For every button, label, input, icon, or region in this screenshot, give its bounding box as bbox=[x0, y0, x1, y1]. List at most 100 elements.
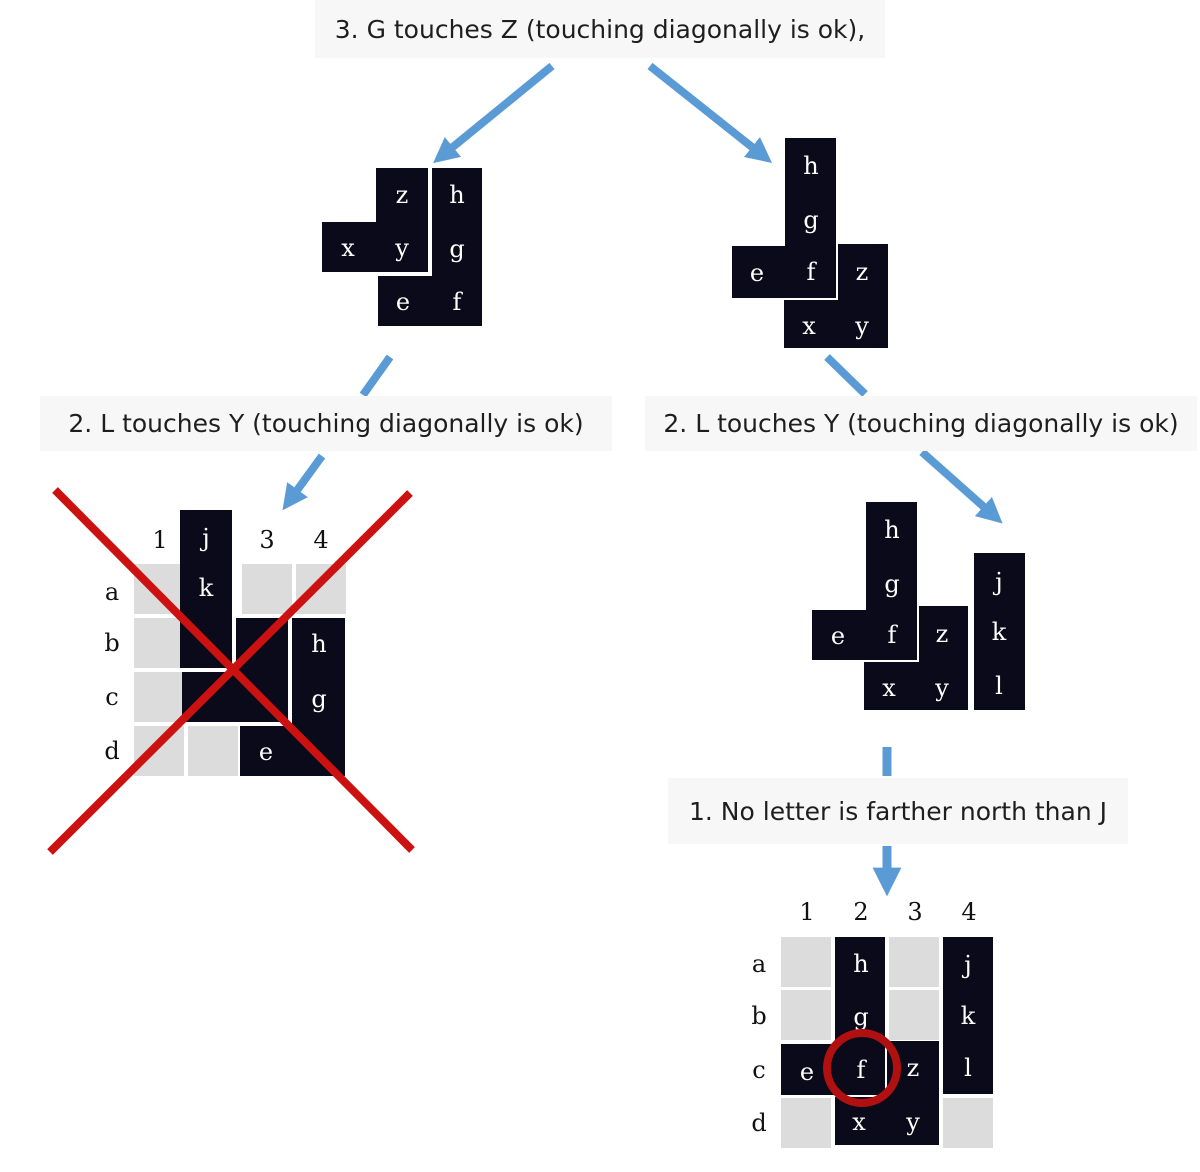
arrow-step3-left bbox=[433, 62, 555, 164]
block-x bbox=[864, 662, 918, 710]
grid-cell bbox=[242, 564, 292, 614]
letter-f: f bbox=[856, 1056, 866, 1084]
letter-y: y bbox=[935, 674, 949, 702]
letter-j: j bbox=[202, 524, 210, 552]
block-jkl bbox=[974, 553, 1025, 710]
block-e bbox=[378, 276, 436, 326]
grid-cell bbox=[188, 726, 238, 776]
row-label: d bbox=[751, 1109, 767, 1137]
arrow-step2-right-to-partial bbox=[919, 449, 1003, 524]
column-label: 1 bbox=[152, 526, 168, 554]
grid-cell bbox=[889, 937, 939, 987]
letter-f: f bbox=[806, 258, 816, 286]
letter-x: x bbox=[852, 1108, 866, 1136]
letter-z: z bbox=[906, 1054, 920, 1082]
letter-y: y bbox=[906, 1108, 920, 1136]
block-x bbox=[784, 300, 838, 348]
letter-x: x bbox=[882, 674, 896, 702]
letter-j: j bbox=[964, 951, 972, 979]
row-label: b bbox=[751, 1002, 767, 1030]
row-label: d bbox=[104, 737, 120, 765]
block-e bbox=[812, 610, 866, 660]
letter-g: g bbox=[311, 685, 327, 713]
block-seam bbox=[885, 1041, 887, 1097]
letter-y: y bbox=[395, 234, 409, 262]
step2-left-label: 2. L touches Y (touching diagonally is o… bbox=[40, 396, 612, 451]
letter-l: l bbox=[995, 672, 1003, 700]
column-label: 1 bbox=[799, 898, 815, 926]
block-seam bbox=[376, 272, 432, 276]
letter-x: x bbox=[802, 312, 816, 340]
letter-k: k bbox=[991, 618, 1007, 646]
block-seam bbox=[784, 298, 838, 300]
block-seam bbox=[836, 244, 838, 300]
letter-e: e bbox=[395, 288, 411, 316]
arrow-step3-right bbox=[647, 62, 773, 163]
row-label: a bbox=[104, 578, 120, 606]
arrow-step2-left-to-grid bbox=[282, 453, 326, 511]
row-label: a bbox=[751, 950, 767, 978]
block-zy bbox=[376, 168, 428, 272]
letter-f: f bbox=[887, 621, 897, 649]
grid-cell bbox=[889, 990, 939, 1040]
block-seam bbox=[835, 1095, 887, 1097]
column-label: 4 bbox=[961, 898, 977, 926]
letter-g: g bbox=[853, 1003, 869, 1031]
letter-g: g bbox=[803, 206, 819, 234]
block-hgf bbox=[432, 168, 482, 326]
letter-z: z bbox=[935, 620, 949, 648]
block-jkl bbox=[943, 937, 993, 1094]
letter-k: k bbox=[960, 1002, 976, 1030]
row-label: b bbox=[104, 629, 120, 657]
block-e bbox=[240, 726, 294, 776]
block-x bbox=[322, 222, 378, 272]
column-label: 3 bbox=[259, 526, 275, 554]
grid-cell bbox=[134, 672, 184, 722]
highlight-circle bbox=[823, 1029, 901, 1107]
grid-cell bbox=[943, 1098, 993, 1148]
letter-e: e bbox=[799, 1058, 815, 1086]
letter-h: h bbox=[803, 152, 819, 180]
arrow-right-to-step2 bbox=[824, 354, 868, 397]
block-hgf bbox=[866, 502, 917, 660]
letter-e: e bbox=[830, 622, 846, 650]
block-hgf bbox=[785, 138, 836, 298]
block-seam bbox=[428, 168, 432, 276]
row-label: c bbox=[105, 683, 119, 711]
block-seam bbox=[917, 606, 919, 662]
row-label: c bbox=[752, 1056, 766, 1084]
block-zy bbox=[838, 244, 888, 348]
letter-e: e bbox=[258, 738, 274, 766]
letter-e: e bbox=[749, 259, 765, 287]
cross-stroke bbox=[47, 490, 413, 855]
letter-l: l bbox=[964, 1054, 972, 1082]
letter-k: k bbox=[198, 574, 214, 602]
letter-g: g bbox=[449, 235, 465, 263]
grid-cell bbox=[134, 618, 184, 668]
step2-right-label: 2. L touches Y (touching diagonally is o… bbox=[645, 396, 1197, 451]
letter-f: f bbox=[452, 288, 462, 316]
column-label: 2 bbox=[853, 898, 869, 926]
letter-j: j bbox=[995, 568, 1003, 596]
letter-h: h bbox=[449, 181, 465, 209]
block-zy bbox=[918, 606, 968, 710]
arrow-left-to-step2 bbox=[359, 354, 394, 398]
grid-cell bbox=[296, 564, 346, 614]
grid-cell bbox=[781, 1098, 831, 1148]
letter-z: z bbox=[395, 181, 409, 209]
step1-label: 1. No letter is farther north than J bbox=[668, 778, 1128, 844]
grid-cell bbox=[134, 726, 184, 776]
letter-z: z bbox=[855, 258, 869, 286]
step3-label: 3. G touches Z (touching diagonally is o… bbox=[315, 0, 885, 58]
block-hgf bbox=[835, 937, 885, 1095]
grid-cell bbox=[781, 937, 831, 987]
column-label: 3 bbox=[907, 898, 923, 926]
letter-h: h bbox=[853, 950, 869, 978]
letter-y: y bbox=[855, 312, 869, 340]
block-seam bbox=[864, 660, 918, 662]
column-label: 4 bbox=[313, 526, 329, 554]
grid-cell bbox=[134, 564, 184, 614]
